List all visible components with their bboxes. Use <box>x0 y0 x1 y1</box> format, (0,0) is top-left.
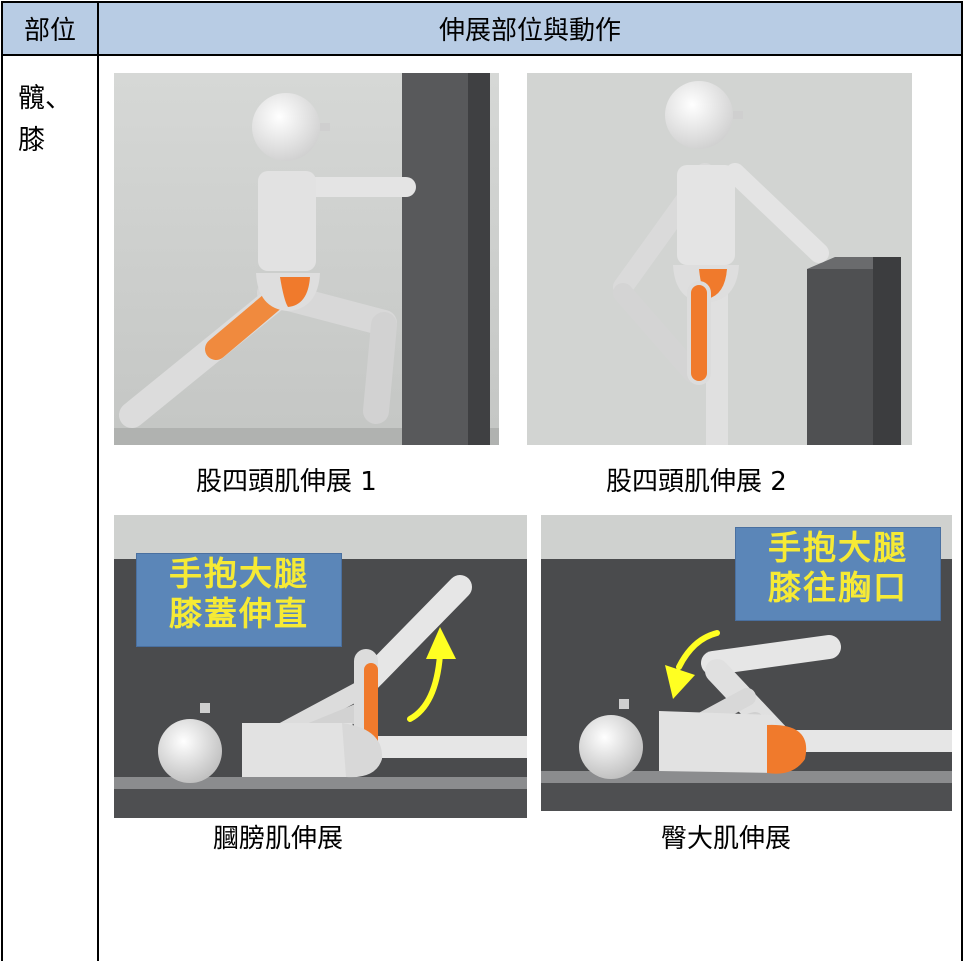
quadriceps-stretch-2-image <box>527 73 912 445</box>
hamstring-stretch-image: 手抱大腿 膝蓋伸直 <box>114 515 527 818</box>
part-label-line2: 膝 <box>18 125 45 156</box>
gluteus-overlay-line1: 手抱大腿 <box>768 528 908 567</box>
caption-quadriceps-stretch-1: 股四頭肌伸展 1 <box>196 467 377 497</box>
caption-hamstring-stretch: 膕膀肌伸展 <box>213 824 344 854</box>
hamstring-overlay-box: 手抱大腿 膝蓋伸直 <box>136 553 342 647</box>
caption-gluteus-stretch: 臀大肌伸展 <box>661 824 792 854</box>
action-cell <box>99 55 963 961</box>
hamstring-overlay-line2: 膝蓋伸直 <box>169 594 309 633</box>
part-cell <box>1 55 99 961</box>
gluteus-overlay-line2: 膝往胸口 <box>768 568 908 607</box>
gluteus-overlay-box: 手抱大腿 膝往胸口 <box>735 527 941 621</box>
header-action-label: 伸展部位與動作 <box>438 16 621 46</box>
header-cell-part: 部位 <box>1 1 99 56</box>
part-label-line1: 髖、 <box>18 83 72 114</box>
caption-quadriceps-stretch-2: 股四頭肌伸展 2 <box>606 467 787 497</box>
part-label: 髖、 膝 <box>18 78 72 162</box>
quadriceps-stretch-1-image <box>114 73 499 445</box>
hamstring-overlay-line1: 手抱大腿 <box>169 554 309 593</box>
gluteus-stretch-image: 手抱大腿 膝往胸口 <box>541 515 952 811</box>
header-part-label: 部位 <box>23 16 76 46</box>
header-cell-action: 伸展部位與動作 <box>99 1 963 56</box>
